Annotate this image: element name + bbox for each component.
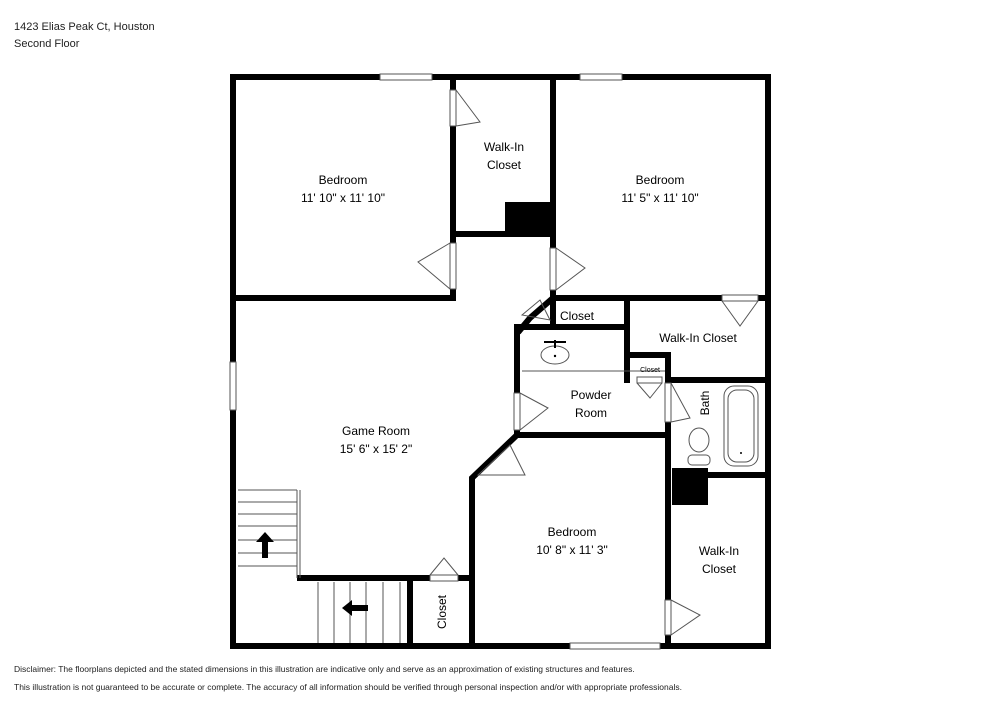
room-name: Powder [571, 388, 612, 402]
bath-block [672, 468, 708, 505]
room-dims: 11' 10" x 11' 10" [301, 191, 385, 205]
room-name: Walk-In [484, 140, 524, 154]
stair-up-arrow-icon [256, 532, 274, 558]
room-name: Bedroom [548, 525, 597, 539]
room-name: Closet [435, 594, 449, 629]
floor-label: Second Floor [14, 38, 80, 50]
doors[interactable] [417, 89, 759, 636]
room-name: Bath [698, 391, 712, 416]
room-dims: 11' 5" x 11' 10" [621, 191, 698, 205]
room-name: Game Room [342, 424, 410, 438]
bathtub [723, 385, 759, 467]
fixtures [522, 340, 759, 467]
room-name: Closet [560, 309, 595, 323]
room-name: Closet [640, 367, 660, 374]
stair-left-arrow-icon [342, 600, 368, 616]
stairs [238, 489, 401, 643]
windows [229, 73, 661, 650]
address: 1423 Elias Peak Ct, Houston [14, 21, 155, 33]
room-name: Closet [702, 562, 737, 576]
room-name: Room [575, 406, 607, 420]
room-name: Walk-In Closet [659, 331, 737, 345]
disclaimer-line-2: This illustration is not guaranteed to b… [14, 682, 682, 692]
room-name: Bedroom [319, 173, 368, 187]
toilet [688, 427, 710, 453]
room-dims: 10' 8" x 11' 3" [536, 543, 608, 557]
walls [230, 74, 771, 649]
closet-shelf-block [505, 202, 553, 234]
room-dims: 15' 6" x 15' 2" [340, 442, 412, 456]
disclaimer-line-1: Disclaimer: The floorplans depicted and … [14, 664, 635, 674]
room-name: Bedroom [636, 173, 685, 187]
room-name: Walk-In [699, 544, 739, 558]
room-name: Closet [487, 158, 522, 172]
